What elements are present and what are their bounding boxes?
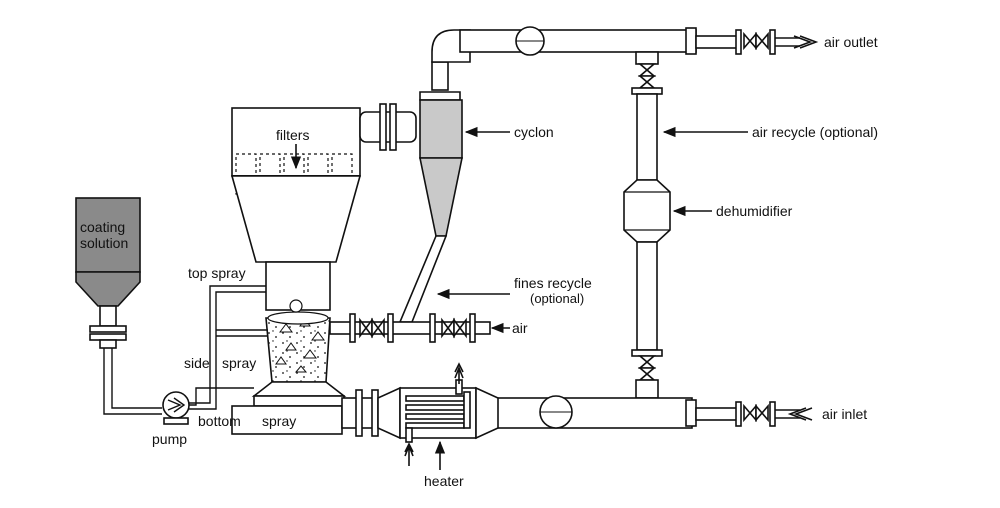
chamber-to-cyclone-duct bbox=[359, 103, 417, 151]
heater-label: heater bbox=[424, 473, 464, 489]
air-outlet-label: air outlet bbox=[824, 34, 878, 50]
filters-label: filters bbox=[276, 127, 309, 143]
cyclone bbox=[419, 61, 463, 237]
coating-solution-label-1: coating bbox=[80, 219, 125, 235]
air-recycle-line bbox=[623, 51, 671, 399]
cyclon-label: cyclon bbox=[514, 124, 554, 140]
heater-icon bbox=[404, 362, 471, 466]
exhaust-duct bbox=[431, 26, 819, 63]
spray-lines bbox=[189, 285, 297, 410]
side-label: side bbox=[184, 355, 210, 371]
dehumidifier-label: dehumidifier bbox=[716, 203, 793, 219]
fluid-bed-chamber bbox=[230, 107, 362, 435]
bottom-label: bottom bbox=[198, 413, 241, 429]
solution-feed-line bbox=[103, 348, 162, 415]
air-inlet-label: air inlet bbox=[822, 406, 867, 422]
side-spray-label: spray bbox=[222, 355, 256, 371]
air-feed-label: air bbox=[512, 320, 528, 336]
bottom-spray-label: spray bbox=[262, 413, 296, 429]
air-recycle-label: air recycle (optional) bbox=[752, 124, 878, 140]
pump-label: pump bbox=[152, 431, 187, 447]
coating-solution-tank bbox=[75, 197, 141, 349]
coating-solution-label-2: solution bbox=[80, 235, 128, 251]
fines-recycle-pipe bbox=[398, 235, 448, 323]
fines-recycle-label-2: (optional) bbox=[530, 291, 584, 306]
pump-icon bbox=[162, 391, 190, 425]
top-spray-label: top spray bbox=[188, 265, 246, 281]
fines-air-line bbox=[329, 313, 510, 343]
fines-recycle-label-1: fines recycle bbox=[514, 275, 592, 291]
